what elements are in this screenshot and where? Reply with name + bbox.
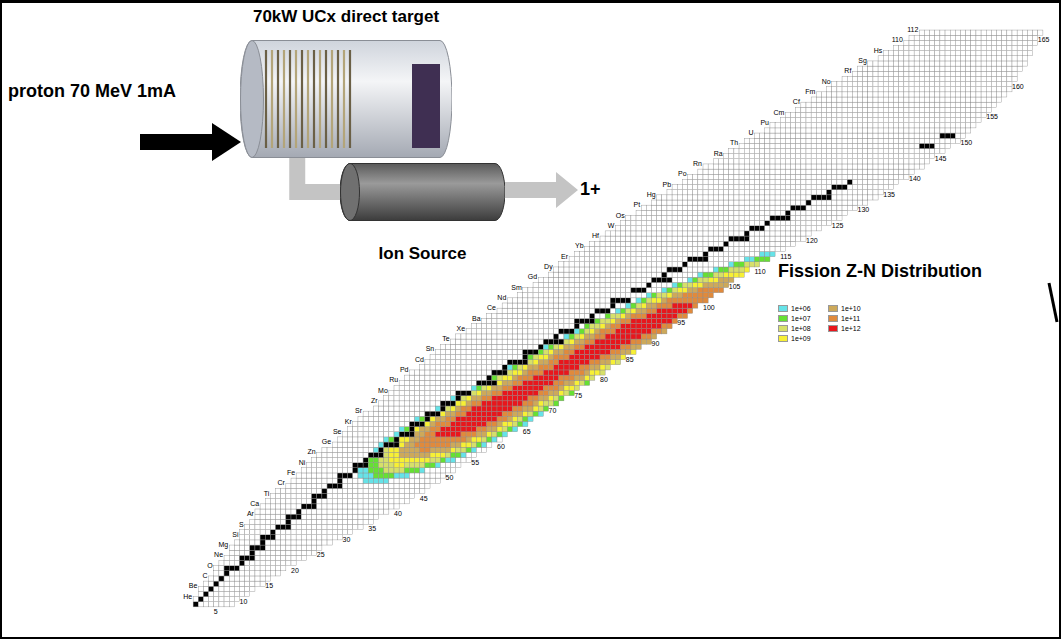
page: 70kW UCx direct targetIon Source proton …: [0, 0, 1061, 639]
